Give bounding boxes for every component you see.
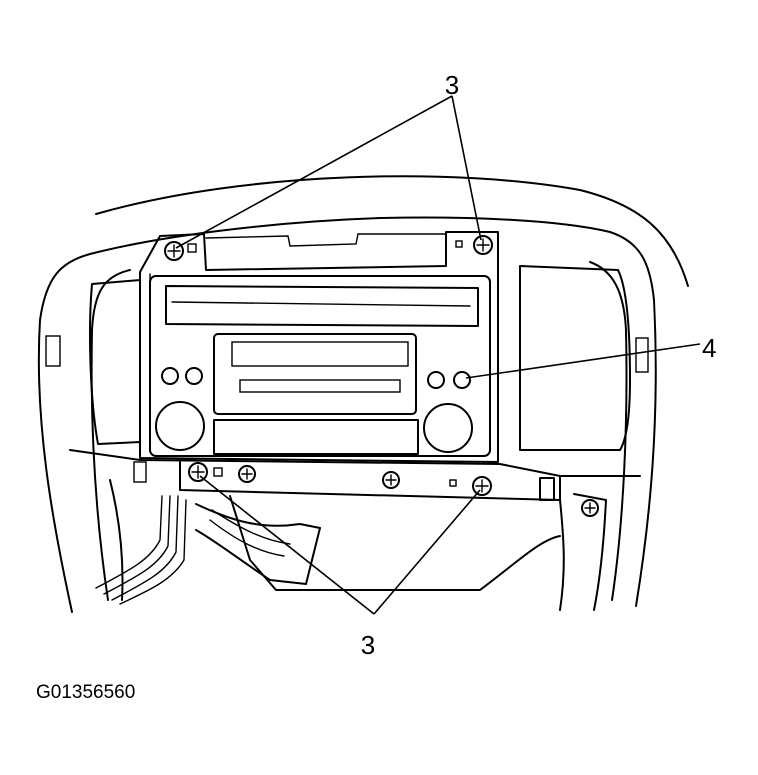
callout-screws-top: 3 (445, 70, 459, 100)
left-side-tab (45, 335, 61, 367)
screw-top-left (164, 241, 184, 261)
left-clip (133, 461, 147, 483)
lower-bracket-strip (179, 461, 561, 501)
display-screen (231, 341, 409, 367)
volume-knob (155, 401, 205, 451)
lower-console-right (559, 499, 565, 611)
tuning-knob (423, 403, 473, 453)
lower-button-bar (213, 419, 419, 455)
preset-button-1 (161, 367, 179, 385)
cd-slot (171, 301, 471, 307)
right-clip (539, 477, 555, 501)
right-vent-opening (519, 265, 631, 451)
screw-top-right (473, 235, 493, 255)
bolt-center-left (238, 465, 256, 483)
bezel-inner-frame-right (589, 261, 628, 601)
bezel-outer-frame (37, 216, 657, 613)
radio-mounting-bracket (139, 231, 499, 463)
lower-console-left (109, 479, 124, 601)
figure-code: G01356560 (36, 682, 135, 703)
leader-screws-top (175, 95, 482, 249)
lower-trim-line (229, 495, 561, 591)
leader-screws-bottom (199, 475, 481, 615)
dashboard-top-edge (95, 175, 689, 287)
right-side-tab (635, 337, 649, 373)
screw-bottom-right (472, 476, 492, 496)
bracket-hole-bottom-right (449, 479, 457, 487)
lower-panel-edge (69, 449, 641, 477)
screw-bottom-left (188, 462, 208, 482)
leader-radio-unit (465, 343, 701, 379)
display-strip (239, 379, 401, 393)
callout-radio-unit: 4 (702, 333, 716, 363)
callout-screws-bottom: 3 (361, 630, 375, 660)
bolt-far-right (581, 499, 599, 517)
preset-button-2 (185, 367, 203, 385)
bracket-hole-top-left (187, 243, 197, 253)
bracket-top-lip (205, 233, 447, 247)
display-window (213, 333, 417, 415)
preset-button-4 (453, 371, 471, 389)
bracket-hole-bottom-left (213, 467, 223, 477)
connector-wires (209, 509, 291, 557)
wiring-harness (95, 495, 187, 605)
wiring-connector (195, 503, 321, 585)
radio-head-unit (149, 275, 491, 457)
bolt-center-right (382, 471, 400, 489)
console-side-panel (573, 493, 607, 611)
left-vent-opening (89, 279, 141, 445)
preset-button-3 (427, 371, 445, 389)
cd-slot-panel (165, 285, 479, 327)
bracket-hole-top-right (455, 240, 463, 248)
